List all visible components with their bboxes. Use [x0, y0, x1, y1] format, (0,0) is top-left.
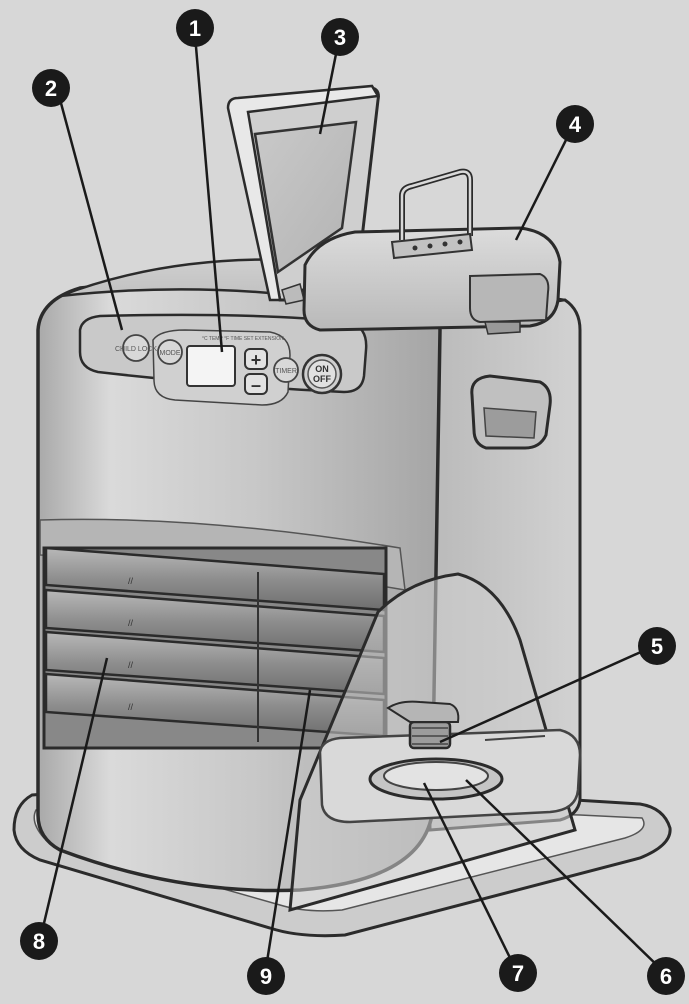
callout-1: 1	[176, 9, 214, 47]
timer-label: TIMER	[275, 368, 297, 375]
callout-8: 8	[20, 922, 58, 960]
svg-text://: //	[128, 660, 134, 670]
callout-1-label: 1	[189, 16, 201, 41]
plus-button[interactable]: +	[244, 348, 268, 370]
svg-text://: //	[128, 702, 134, 712]
callout-lines	[38, 34, 663, 971]
callout-line-5	[439, 645, 653, 744]
callout-3: 3	[321, 18, 359, 56]
callout-2: 2	[32, 69, 70, 107]
timer-button[interactable]: TIMER	[273, 357, 299, 383]
callout-7: 7	[499, 954, 537, 992]
callout-line-8	[38, 657, 109, 941]
callout-line-9	[264, 689, 312, 969]
power-on-label: ON	[315, 364, 329, 374]
cutaway-view	[288, 572, 582, 913]
power-off-label: OFF	[313, 374, 331, 384]
minus-label: –	[251, 375, 261, 395]
lcd-display	[186, 345, 236, 387]
callout-5: 5	[638, 627, 676, 665]
child-lock-label: CHILD LOCK	[115, 346, 157, 353]
callout-8-label: 8	[33, 929, 45, 954]
callout-6-label: 6	[660, 964, 672, 989]
callout-4: 4	[556, 105, 594, 143]
callout-6: 6	[647, 957, 685, 995]
mode-label: MODE	[160, 350, 181, 357]
callout-line-4	[514, 123, 576, 241]
mode-button[interactable]: MODE	[157, 339, 183, 365]
power-button[interactable]: ON OFF	[301, 353, 343, 395]
panel-top-caption: °C TEMP °F TIME SET EXTENSION	[202, 336, 284, 342]
callout-3-label: 3	[334, 25, 346, 50]
callout-4-label: 4	[569, 112, 582, 137]
callout-line-6	[465, 779, 663, 971]
minus-button[interactable]: –	[244, 373, 268, 395]
callout-line-7	[422, 782, 518, 971]
callout-9: 9	[247, 957, 285, 995]
control-panel: °C TEMP °F TIME SET EXTENSION CHILD LOCK…	[78, 313, 368, 406]
callout-line-2	[56, 91, 124, 331]
callout-line-3	[318, 43, 340, 135]
svg-text://: //	[128, 576, 134, 586]
front-grille: // // // //	[39, 518, 406, 750]
child-lock-button[interactable]: CHILD LOCK	[115, 334, 157, 362]
callout-5-label: 5	[651, 634, 663, 659]
callout-line-1	[193, 34, 224, 353]
callout-7-label: 7	[512, 961, 524, 986]
fuel-tank	[302, 168, 562, 335]
plus-label: +	[251, 350, 262, 370]
callout-2-label: 2	[45, 76, 57, 101]
callout-9-label: 9	[260, 964, 272, 989]
svg-text://: //	[128, 618, 134, 628]
